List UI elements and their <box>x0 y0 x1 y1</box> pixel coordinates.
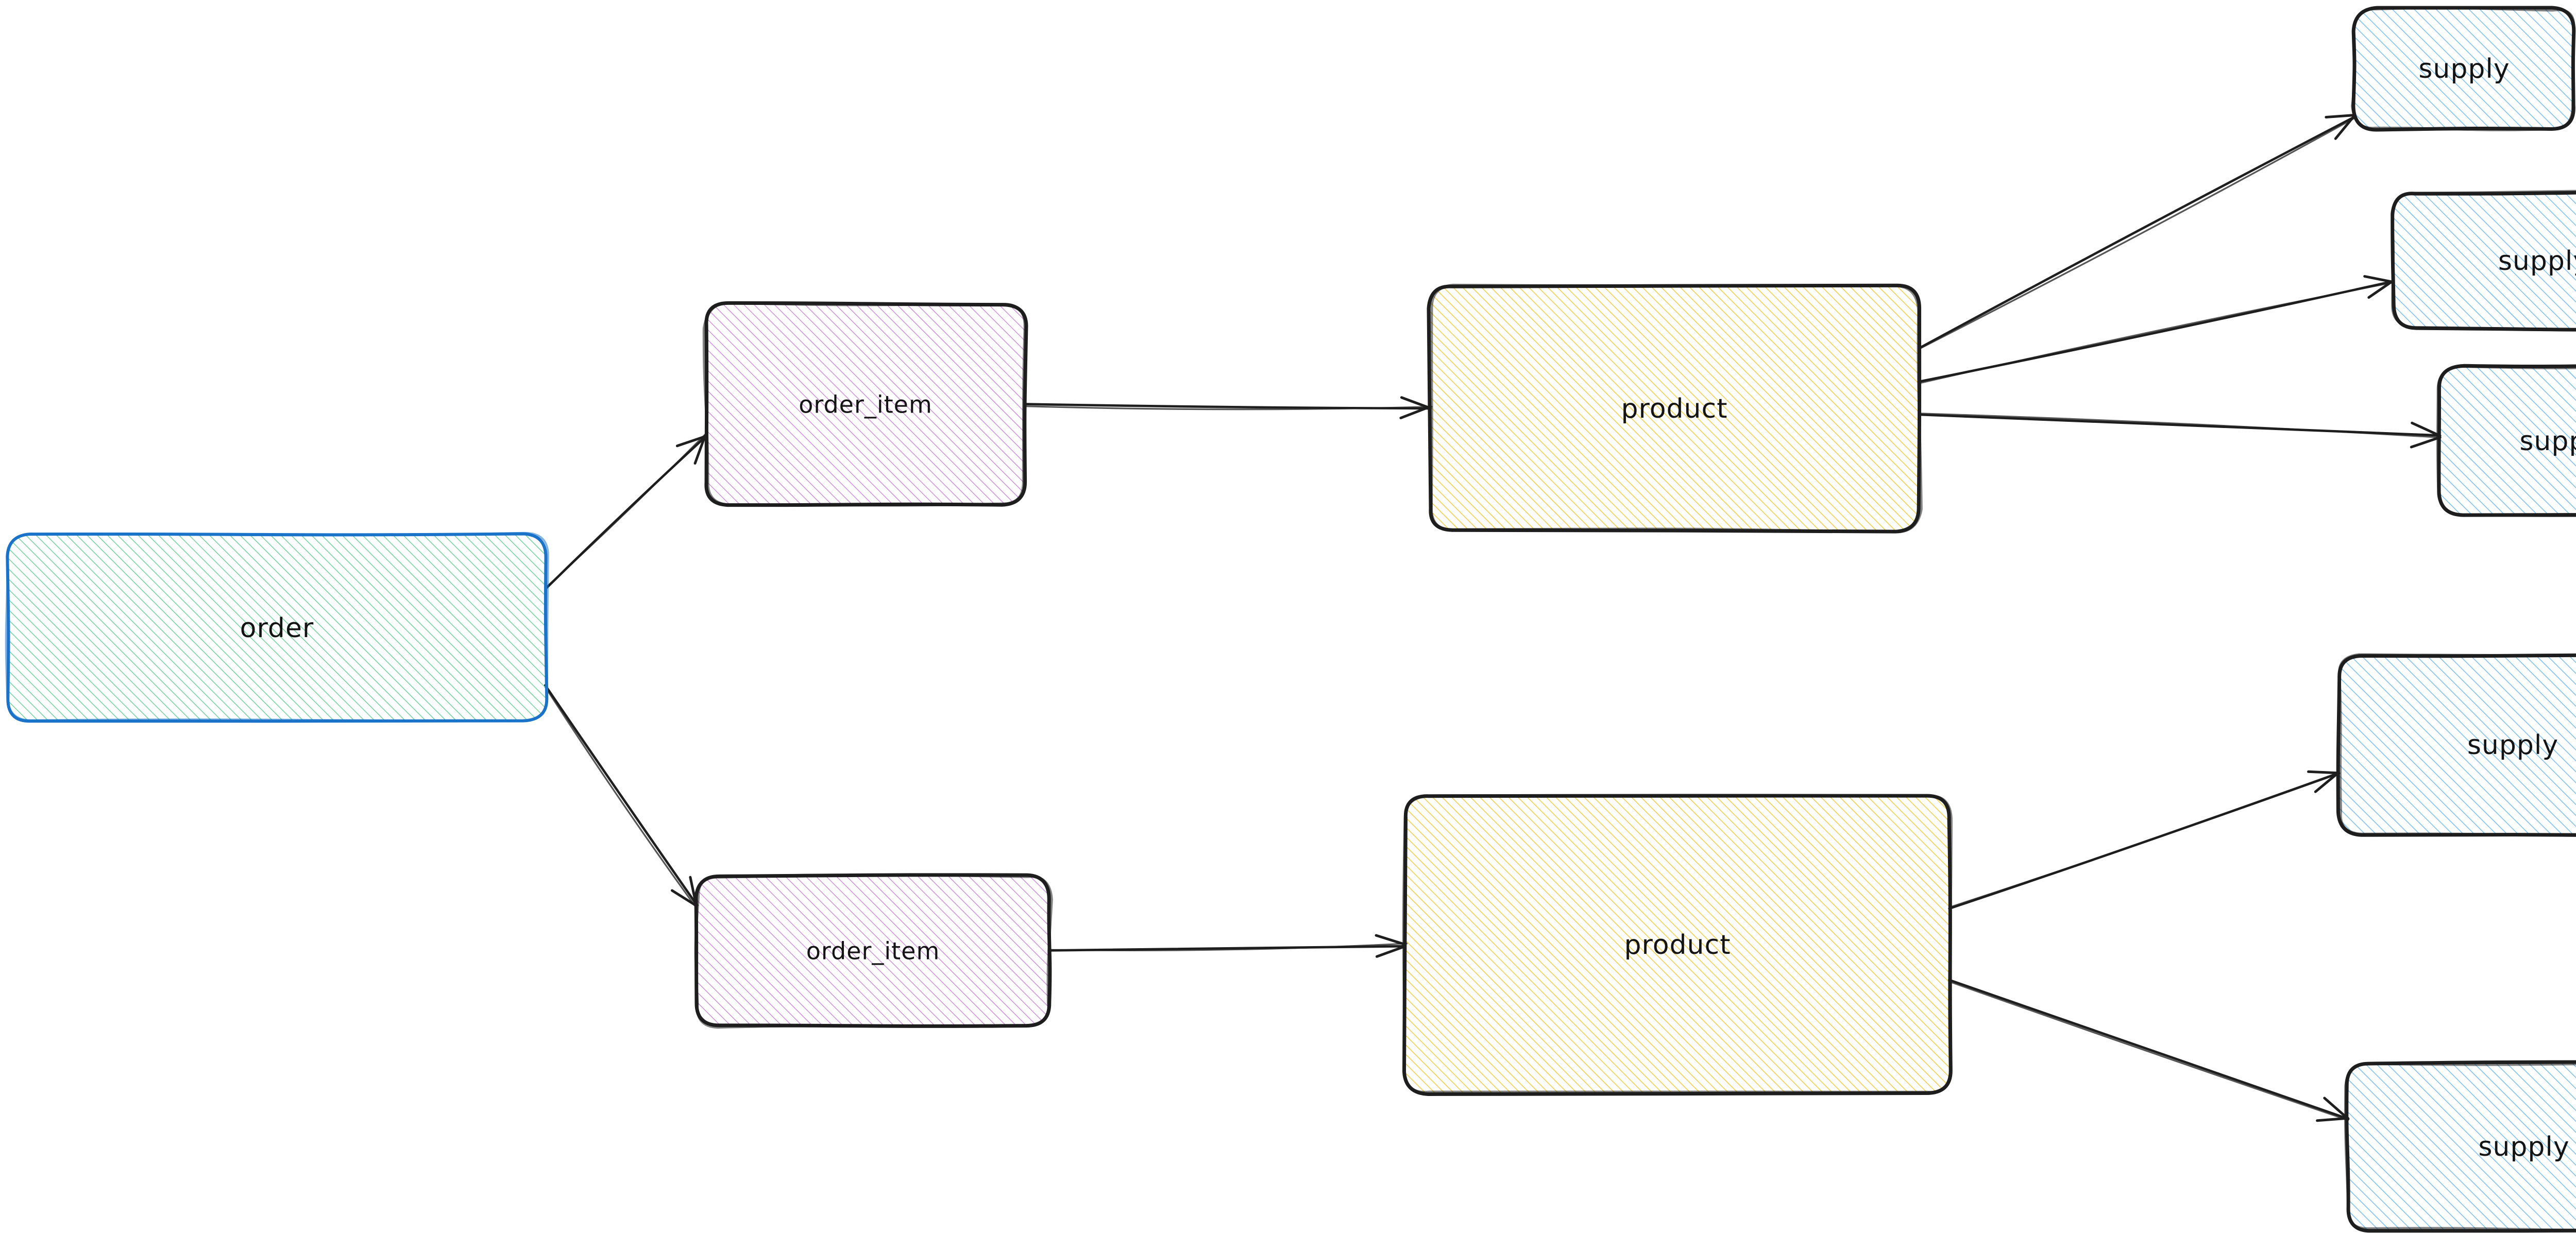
node-fill <box>1429 285 1920 531</box>
node-order_item_1[interactable]: order_item <box>702 301 1028 507</box>
edge-arrowhead <box>1399 405 1431 420</box>
node-outline <box>2436 365 2576 518</box>
node-label: order_item <box>799 391 933 419</box>
edge-e7[interactable] <box>1919 413 2442 449</box>
node-layer: orderorder_itemorder_itemproductproducts… <box>5 6 2576 1233</box>
edge-arrowhead <box>670 889 698 907</box>
edge-arrowhead <box>1375 934 1407 946</box>
node-fill <box>2338 654 2576 834</box>
node-fill <box>2354 7 2574 129</box>
edge-e6[interactable] <box>1917 275 2395 384</box>
edge-arrowhead <box>2325 114 2355 119</box>
node-outline <box>2344 1062 2576 1231</box>
node-label: order_item <box>806 937 940 965</box>
edge-arrowhead <box>2411 421 2442 437</box>
node-fill <box>7 534 547 722</box>
node-fill <box>2393 192 2576 329</box>
node-order[interactable]: order <box>5 532 549 723</box>
node-fill <box>2346 1063 2576 1230</box>
edge-e4[interactable] <box>1047 934 1408 958</box>
node-outline <box>1402 795 1953 1093</box>
node-supply_4[interactable]: supply <box>2336 653 2576 837</box>
edge-line <box>1918 115 2357 349</box>
node-order_item_2[interactable]: order_item <box>694 873 1053 1029</box>
edge-e1[interactable] <box>544 433 708 590</box>
edge-line <box>1918 117 2356 350</box>
edge-arrowhead <box>2307 770 2340 775</box>
edge-arrowhead <box>675 435 707 448</box>
node-product_2[interactable]: product <box>1402 794 1953 1097</box>
edge-line <box>544 684 699 907</box>
edge-e3[interactable] <box>1023 396 1433 420</box>
node-label: supply <box>2519 426 2576 457</box>
node-product_1[interactable]: product <box>1427 283 1923 534</box>
node-supply_2[interactable]: supply <box>2391 190 2576 332</box>
node-supply_1[interactable]: supply <box>2351 6 2576 132</box>
edge-arrowhead <box>2367 279 2395 299</box>
node-outline <box>2338 653 2576 837</box>
edge-line <box>1918 281 2394 384</box>
node-label: product <box>1621 393 1727 424</box>
node-fill <box>705 303 1026 506</box>
edge-line <box>1949 772 2341 908</box>
edge-line <box>1023 405 1433 410</box>
edge-e5[interactable] <box>1918 114 2357 350</box>
node-label: supply <box>2498 246 2576 277</box>
edge-layer <box>544 114 2442 1122</box>
node-outline <box>2345 1060 2576 1233</box>
node-fill <box>2439 366 2576 516</box>
node-label: supply <box>2418 54 2510 84</box>
node-outline <box>2391 190 2576 331</box>
node-fill <box>1404 795 1951 1094</box>
edge-arrowhead <box>2314 771 2340 793</box>
node-outline <box>2336 653 2576 837</box>
edge-line <box>1048 943 1408 951</box>
edge-line <box>544 686 696 906</box>
edge-line <box>1920 413 2442 439</box>
edge-e2[interactable] <box>544 684 699 908</box>
edge-arrowhead <box>2363 275 2394 283</box>
node-outline <box>694 874 1053 1029</box>
node-supply_3[interactable]: supply <box>2436 364 2576 518</box>
edge-arrowhead <box>1375 945 1406 958</box>
edge-arrowhead <box>2316 1117 2349 1122</box>
node-fill <box>696 875 1050 1026</box>
edge-e9[interactable] <box>1948 979 2350 1122</box>
edge-e8[interactable] <box>1948 770 2341 910</box>
node-label: supply <box>2467 730 2558 761</box>
node-label: product <box>1624 930 1731 961</box>
edge-line <box>1950 981 2349 1121</box>
node-label: order <box>240 613 314 644</box>
node-outline <box>2351 6 2575 131</box>
edge-line <box>1948 979 2349 1120</box>
node-supply_5[interactable]: supply <box>2344 1060 2576 1233</box>
edge-arrowhead <box>693 434 707 465</box>
edge-line <box>544 433 707 589</box>
node-outline <box>1430 283 1923 534</box>
node-outline <box>5 532 549 722</box>
edge-arrowhead <box>2334 115 2355 140</box>
node-label: supply <box>2478 1132 2569 1162</box>
node-outline <box>2437 364 2576 517</box>
edge-arrowhead <box>2410 436 2442 449</box>
edge-arrowhead <box>1400 396 1431 409</box>
node-outline <box>702 301 1026 507</box>
